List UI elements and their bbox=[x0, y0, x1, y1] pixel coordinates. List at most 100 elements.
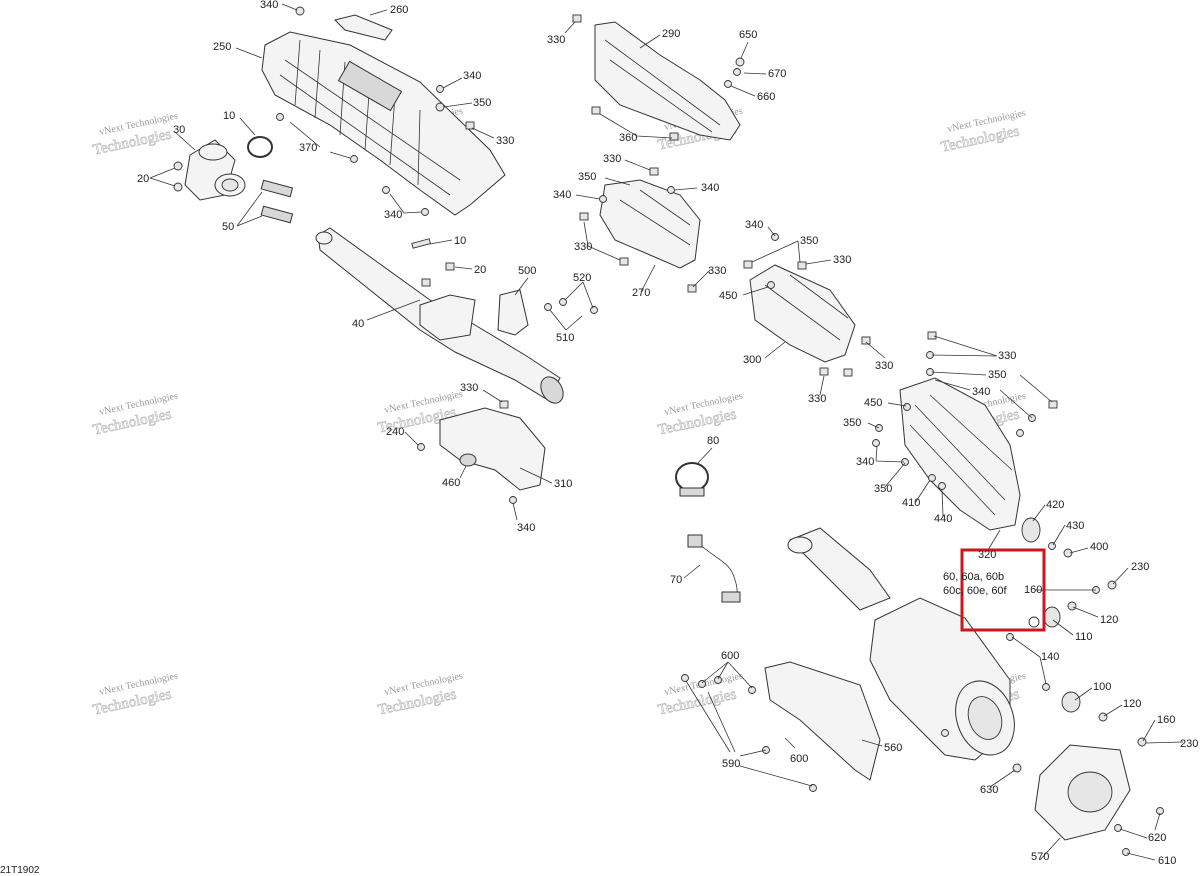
callout-120: 120 bbox=[1100, 614, 1118, 626]
callout-500: 500 bbox=[518, 265, 536, 277]
heat-shield-290 bbox=[594, 21, 741, 141]
callout-70: 70 bbox=[670, 574, 682, 586]
callout-30: 30 bbox=[173, 124, 185, 136]
callout-440: 440 bbox=[934, 513, 952, 525]
callout-450: 450 bbox=[719, 290, 737, 302]
callout-510: 510 bbox=[556, 332, 574, 344]
diagram-code: 21T1902 bbox=[0, 865, 40, 876]
callout-560: 560 bbox=[884, 742, 902, 754]
callout-330: 330 bbox=[603, 153, 621, 165]
callout-300: 300 bbox=[743, 354, 761, 366]
callout-330: 330 bbox=[547, 34, 565, 46]
callout-460: 460 bbox=[442, 477, 460, 489]
callout-350: 350 bbox=[578, 171, 596, 183]
callout-520: 520 bbox=[573, 272, 591, 284]
muffler bbox=[787, 527, 1015, 761]
callout-260: 260 bbox=[390, 4, 408, 16]
callout-330: 330 bbox=[574, 241, 592, 253]
heat-shield-270 bbox=[599, 179, 701, 269]
callout-340: 340 bbox=[972, 386, 990, 398]
callout-230: 230 bbox=[1131, 561, 1149, 573]
highlight-label-line1: 60, 60a, 60b bbox=[943, 571, 1004, 583]
callout-670: 670 bbox=[768, 68, 786, 80]
end-cap-570 bbox=[1034, 744, 1131, 841]
callout-10: 10 bbox=[454, 235, 466, 247]
gasket-ring-10 bbox=[247, 136, 273, 158]
highlight-box bbox=[960, 548, 1046, 632]
callout-350: 350 bbox=[800, 235, 818, 247]
callout-100: 100 bbox=[1093, 681, 1111, 693]
callout-340: 340 bbox=[553, 189, 571, 201]
callout-270: 270 bbox=[632, 287, 650, 299]
heat-shield-300 bbox=[749, 264, 856, 363]
callout-420: 420 bbox=[1046, 499, 1064, 511]
callout-340: 340 bbox=[463, 70, 481, 82]
callout-330: 330 bbox=[998, 350, 1016, 362]
callout-330: 330 bbox=[808, 393, 826, 405]
callout-20: 20 bbox=[137, 173, 149, 185]
callout-340: 340 bbox=[384, 209, 402, 221]
callout-600: 600 bbox=[721, 650, 739, 662]
sensor-70 bbox=[687, 534, 741, 603]
clamp-80 bbox=[675, 462, 709, 497]
leader-lines bbox=[149, 3, 1184, 861]
callout-80: 80 bbox=[707, 435, 719, 447]
callout-350: 350 bbox=[874, 483, 892, 495]
callout-160: 160 bbox=[1157, 714, 1175, 726]
cover-560 bbox=[764, 661, 881, 781]
callout-290: 290 bbox=[662, 28, 680, 40]
bracket-500 bbox=[497, 289, 529, 336]
callout-140: 140 bbox=[1041, 651, 1059, 663]
callout-450: 450 bbox=[864, 397, 882, 409]
callout-330: 330 bbox=[833, 254, 851, 266]
callout-350: 350 bbox=[988, 369, 1006, 381]
callout-350: 350 bbox=[843, 417, 861, 429]
elbow-fitting-30 bbox=[184, 139, 246, 201]
callout-120: 120 bbox=[1123, 698, 1141, 710]
callout-250: 250 bbox=[213, 41, 231, 53]
heat-shield-320 bbox=[899, 377, 1021, 531]
grommet-460 bbox=[459, 453, 477, 467]
springs-50 bbox=[260, 179, 294, 224]
callout-360: 360 bbox=[619, 132, 637, 144]
callout-330: 330 bbox=[875, 360, 893, 372]
exhaust-pipe-40 bbox=[315, 227, 564, 404]
callout-590: 590 bbox=[722, 758, 740, 770]
callout-620: 620 bbox=[1148, 832, 1166, 844]
callout-610: 610 bbox=[1158, 855, 1176, 867]
callout-350: 350 bbox=[473, 97, 491, 109]
callout-320: 320 bbox=[978, 549, 996, 561]
callout-240: 240 bbox=[386, 426, 404, 438]
callout-660: 660 bbox=[757, 91, 775, 103]
callout-330: 330 bbox=[496, 135, 514, 147]
callout-230: 230 bbox=[1180, 738, 1198, 750]
callout-50: 50 bbox=[222, 221, 234, 233]
callout-400: 400 bbox=[1090, 541, 1108, 553]
callout-110: 110 bbox=[1075, 631, 1093, 643]
heat-shield-310 bbox=[439, 407, 546, 491]
callout-410: 410 bbox=[902, 497, 920, 509]
callout-340: 340 bbox=[856, 456, 874, 468]
callout-340: 340 bbox=[517, 522, 535, 534]
hardware-fasteners bbox=[173, 6, 1164, 856]
washer-in-highlight bbox=[1028, 616, 1040, 628]
callout-570: 570 bbox=[1031, 851, 1049, 863]
callout-340: 340 bbox=[701, 182, 719, 194]
callout-10: 10 bbox=[223, 110, 235, 122]
callout-370: 370 bbox=[299, 142, 317, 154]
callout-160: 160 bbox=[1024, 584, 1042, 596]
callout-40: 40 bbox=[352, 318, 364, 330]
heat-shield-250 bbox=[261, 14, 506, 216]
callout-330: 330 bbox=[708, 265, 726, 277]
callout-labels: 340 260 250 340 350 330 370 340 10 30 20… bbox=[137, 0, 1198, 867]
callout-330: 330 bbox=[460, 382, 478, 394]
callout-310: 310 bbox=[554, 478, 572, 490]
callout-430: 430 bbox=[1066, 520, 1084, 532]
callout-630: 630 bbox=[980, 784, 998, 796]
callout-650: 650 bbox=[739, 29, 757, 41]
callout-340: 340 bbox=[745, 219, 763, 231]
callout-340: 340 bbox=[260, 0, 278, 11]
callout-600: 600 bbox=[790, 753, 808, 765]
